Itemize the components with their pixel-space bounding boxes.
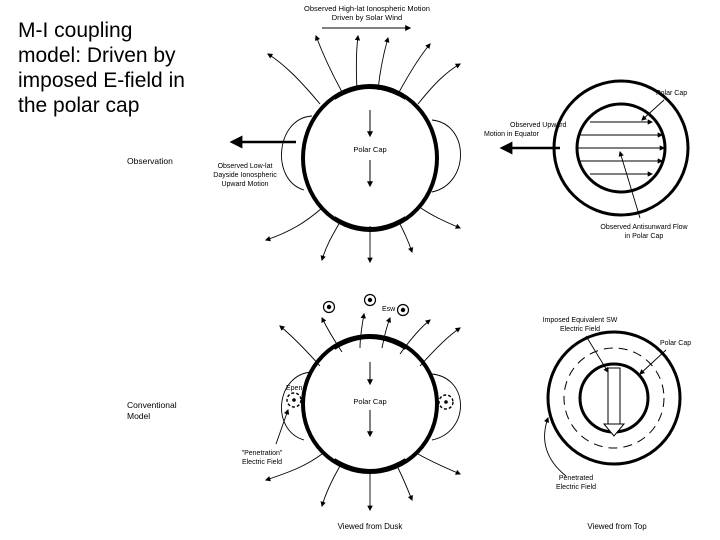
epen-label: Epen [286, 385, 302, 392]
observation-row-label: Observation [127, 156, 173, 166]
conventional-label-2: Model [127, 411, 150, 421]
top-polar-cap-label: Polar Cap [656, 90, 687, 97]
top-top-diagram: Observed Upward Motion in Equator Polar … [484, 79, 690, 240]
sw-motion-label-1: Observed High-lat Ionospheric Motion [304, 4, 430, 13]
antisunward-flow-lines [577, 119, 666, 177]
imposed-pointer [585, 335, 609, 373]
imposed-label-2: Electric Field [560, 326, 600, 333]
bottom-polar-cap-pointer [639, 349, 667, 375]
sw-motion-label-2: Driven by Solar Wind [332, 13, 402, 22]
top-field-lines [267, 34, 461, 105]
epen-symbols [286, 392, 454, 410]
imposed-field-arrowhead [602, 423, 626, 437]
bottom-dusk-diagram: Conventional Model Esw [127, 293, 461, 531]
conventional-label-1: Conventional [127, 400, 177, 410]
north-cap-boundary [332, 85, 408, 100]
penetration-label-1: "Penetration" [242, 450, 283, 457]
top-dusk-diagram: Observed High-lat Ionospheric Motion Dri… [127, 4, 461, 264]
dusk-right-loop [431, 119, 461, 193]
upward-label-1: Observed Upward [510, 122, 567, 129]
polar-cap-label: Polar Cap [353, 145, 386, 154]
bottom-north-cap-boundary [332, 335, 408, 350]
earth-outline [301, 84, 439, 232]
bottom-top-polar-cap-label: Polar Cap [660, 340, 691, 347]
penetration-label-2: Electric Field [242, 459, 282, 466]
penetrated-field-dashed-ring [563, 347, 665, 449]
penetrated-label-1: Penetrated [559, 475, 593, 482]
title-line-2: model: Driven by [18, 44, 176, 67]
penetration-pointer [275, 408, 290, 445]
bottom-bottom-field-lines [264, 453, 461, 512]
polar-cap-pointer [641, 99, 665, 121]
bottom-top-diagram: Imposed Equivalent SW Electric Field Pol… [543, 317, 692, 531]
caption-viewed-from-dusk: Viewed from Dusk [338, 522, 404, 531]
slide-title: M-I coupling model: Driven by imposed E-… [18, 18, 258, 118]
esw-symbols [322, 293, 410, 317]
antisunward-label-2: in Polar Cap [625, 233, 664, 240]
antisunward-label-1: Observed Antisunward Flow [600, 224, 688, 231]
imposed-field-bar [607, 367, 621, 427]
dusk-left-loop [281, 115, 313, 191]
caption-viewed-from-top: Viewed from Top [587, 522, 647, 531]
lowlat-label-1: Observed Low-lat [218, 163, 273, 170]
flow-pointer [618, 150, 641, 219]
bottom-south-cap-boundary [332, 458, 408, 473]
penetrated-pointer [543, 416, 567, 477]
lowlat-label-2: Dayside Ionospheric [213, 172, 277, 179]
bottom-outer-earth-circle [546, 330, 682, 466]
bottom-left-loop [281, 371, 313, 441]
title-line-3: imposed E-field in [18, 69, 185, 92]
bottom-polar-cap-label: Polar Cap [353, 397, 386, 406]
title-line-4: the polar cap [18, 94, 140, 117]
south-cap-boundary [332, 216, 408, 231]
upward-label-2: Motion in Equator [484, 131, 540, 138]
bottom-right-loop [431, 373, 461, 441]
lowlat-label-3: Upward Motion [221, 181, 268, 188]
penetrated-label-2: Electric Field [556, 484, 596, 491]
bottom-field-lines [264, 205, 461, 264]
imposed-label-1: Imposed Equivalent SW [543, 317, 618, 324]
bottom-top-field-lines [279, 312, 461, 367]
title-line-1: M-I coupling [18, 19, 133, 42]
esw-label: Esw [382, 306, 396, 313]
